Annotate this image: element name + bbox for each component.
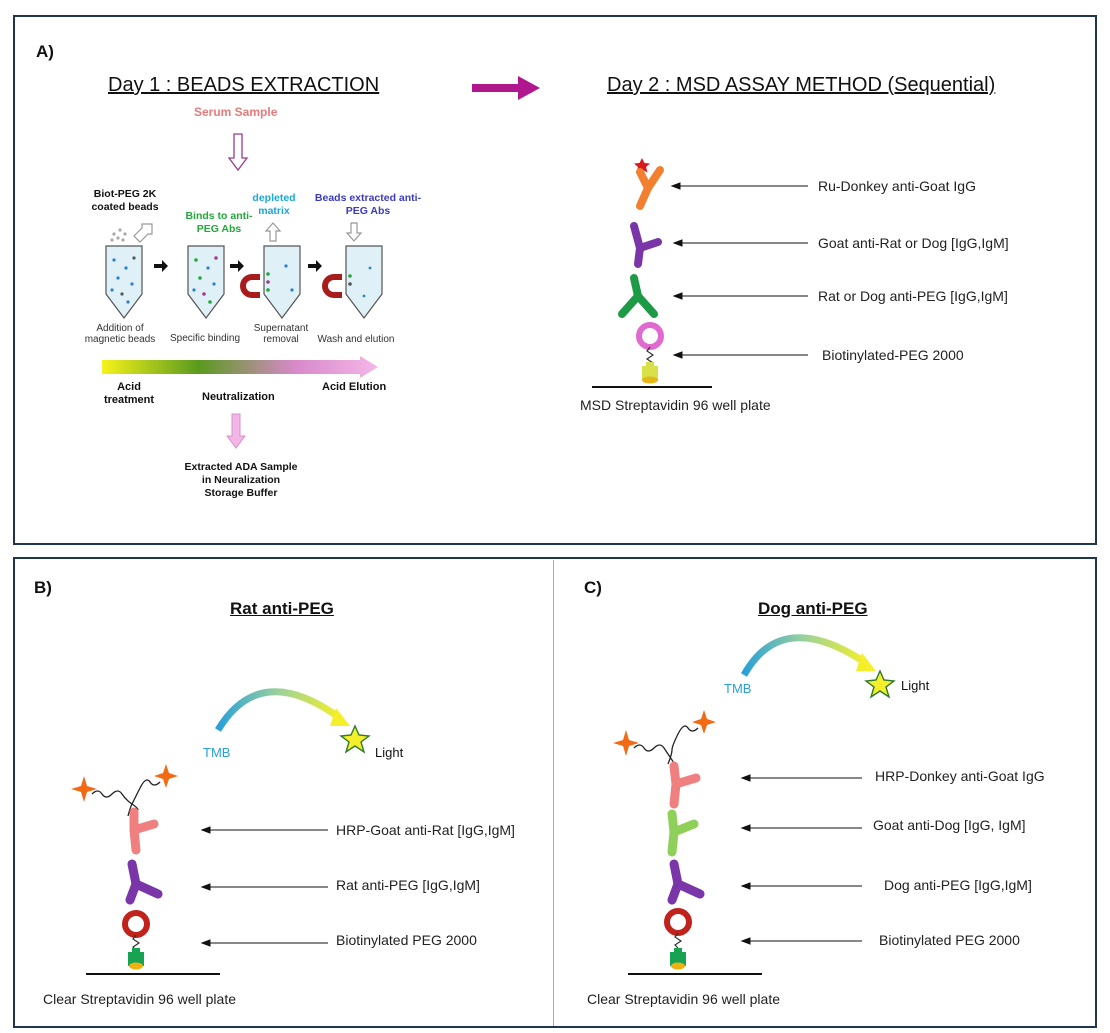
panel-b-biotin-label: Biotinylated PEG 2000 [336, 932, 477, 948]
panel-b-hrp-label: HRP-Goat anti-Rat [IgG,IgM] [336, 822, 515, 838]
depleted-matrix-label: depleted matrix [244, 192, 304, 218]
panel-b-tmb: TMB [203, 745, 231, 760]
depleted-line2: matrix [258, 205, 290, 217]
acid-treatment-label: Acid treatment [100, 381, 158, 407]
peg-ring [636, 322, 664, 350]
magnet-icon [240, 274, 260, 298]
acid-line2: treatment [103, 394, 155, 406]
panel-c-assay-stack [613, 710, 762, 975]
extracted-line1: Extracted ADA Sample [184, 461, 298, 473]
light-star-icon [339, 724, 371, 754]
panel-c-tmb: TMB [724, 681, 752, 696]
goat-antibody [630, 222, 662, 268]
hrp-star-icon [154, 764, 178, 788]
tubes-diagram [105, 245, 383, 319]
biot-peg-line1: Biot-PEG 2K [93, 188, 157, 200]
tube-3 [263, 245, 301, 319]
beads-extracted-line2: PEG Abs [345, 205, 391, 217]
extracted-ada-label: Extracted ADA Sample in Neuralization St… [180, 461, 302, 500]
panel-c-goat-label: Goat anti-Dog [IgG, IgM] [873, 817, 1026, 833]
panel-b-letter: B) [34, 578, 52, 597]
beads-extracted-label: Beads extracted anti- PEG Abs [312, 192, 424, 218]
panel-c-light: Light [901, 678, 930, 693]
day1-title: Day 1 : BEADS EXTRACTION [108, 74, 380, 96]
biotinylated-peg-label: Biotinylated-PEG 2000 [822, 347, 964, 363]
ru-donkey-antibody [636, 166, 664, 210]
tube-2 [187, 245, 225, 319]
panel-b-title: Rat anti-PEG [230, 599, 334, 618]
panel-b-assay-stack [71, 764, 220, 975]
msd-label-arrows [670, 182, 808, 359]
biot-peg-label: Biot-PEG 2K coated beads [80, 188, 170, 214]
panel-b-label-arrows [200, 826, 328, 947]
peg-ring [122, 910, 150, 938]
extracted-line3: Storage Buffer [204, 487, 278, 499]
neutralization-label: Neutralization [202, 391, 275, 403]
day-transition-arrow [472, 76, 540, 100]
magnet-icon [322, 274, 342, 298]
panel-c-hrp-label: HRP-Donkey anti-Goat IgG [875, 768, 1045, 784]
acid-elution-label: Acid Elution [322, 381, 387, 393]
binds-label: Binds to anti- PEG Abs [178, 210, 260, 236]
down-arrow-icon [227, 133, 249, 172]
step2-caption: Specific binding [169, 333, 241, 344]
hrp-star-icon [71, 776, 97, 802]
rat-anti-peg-antibody [125, 859, 163, 905]
panel-c-letter: C) [584, 578, 602, 597]
hrp-donkey-antibody [669, 761, 701, 809]
biot-peg-line2: coated beads [91, 201, 159, 213]
panel-bc [13, 557, 1097, 1028]
hrp-star-icon [692, 710, 716, 734]
panel-b-plate-label: Clear Streptavidin 96 well plate [43, 991, 236, 1007]
dog-anti-peg-antibody [667, 859, 705, 905]
panel-b-light: Light [375, 745, 404, 760]
step4-caption: Wash and elution [317, 334, 395, 345]
up-arrow-icon [264, 222, 282, 242]
step1-caption: Addition of magnetic beads [82, 323, 158, 345]
panel-b-rat-label: Rat anti-PEG [IgG,IgM] [336, 877, 480, 893]
rat-dog-anti-peg-label: Rat or Dog anti-PEG [IgG,IgM] [818, 288, 1008, 304]
goat-anti-rat-dog-label: Goat anti-Rat or Dog [IgG,IgM] [818, 235, 1009, 251]
msd-assay-stack [592, 158, 712, 388]
serum-sample-label: Serum Sample [194, 105, 278, 119]
panel-c-tmb-arc [740, 634, 896, 699]
down-small-arrow-icon [345, 222, 363, 242]
msd-plate-label: MSD Streptavidin 96 well plate [580, 397, 771, 413]
step1-line1: Addition of [96, 323, 144, 334]
beads-extracted-line1: Beads extracted anti- [314, 192, 422, 204]
acid-line1: Acid [117, 381, 141, 393]
step3-line2: removal [263, 334, 299, 345]
binds-line2: PEG Abs [196, 223, 242, 235]
gradient-process-arrow [102, 356, 378, 378]
pointer-arrow-icon [110, 223, 153, 243]
hrp-goat-antibody [129, 807, 159, 855]
rat-dog-antibody [618, 274, 658, 318]
peg-ring [664, 908, 692, 936]
panel-c-biotin-label: Biotinylated PEG 2000 [879, 932, 1020, 948]
day2-title: Day 2 : MSD ASSAY METHOD (Sequential) [607, 74, 996, 96]
light-star-icon [864, 669, 896, 699]
tube-1 [105, 245, 143, 319]
pink-down-arrow-icon [226, 413, 246, 449]
panel-b-tmb-arc [214, 688, 371, 754]
goat-anti-dog-antibody [667, 809, 699, 857]
depleted-line1: depleted [252, 192, 296, 204]
step3-line1: Supernatant [253, 323, 309, 334]
step1-line2: magnetic beads [84, 334, 156, 345]
panel-c-plate-label: Clear Streptavidin 96 well plate [587, 991, 780, 1007]
hrp-star-icon [613, 730, 639, 756]
panel-c-title: Dog anti-PEG [758, 599, 868, 618]
panel-c-label-arrows [740, 774, 862, 945]
tube-4 [345, 245, 383, 319]
ru-donkey-label: Ru-Donkey anti-Goat IgG [818, 178, 976, 194]
panel-c-dog-label: Dog anti-PEG [IgG,IgM] [884, 877, 1032, 893]
extracted-line2: in Neuralization [201, 474, 281, 486]
binds-line1: Binds to anti- [185, 210, 253, 222]
panel-divider [553, 560, 554, 1026]
panel-a-letter: A) [36, 42, 54, 61]
step3-caption: Supernatant removal [246, 323, 316, 345]
